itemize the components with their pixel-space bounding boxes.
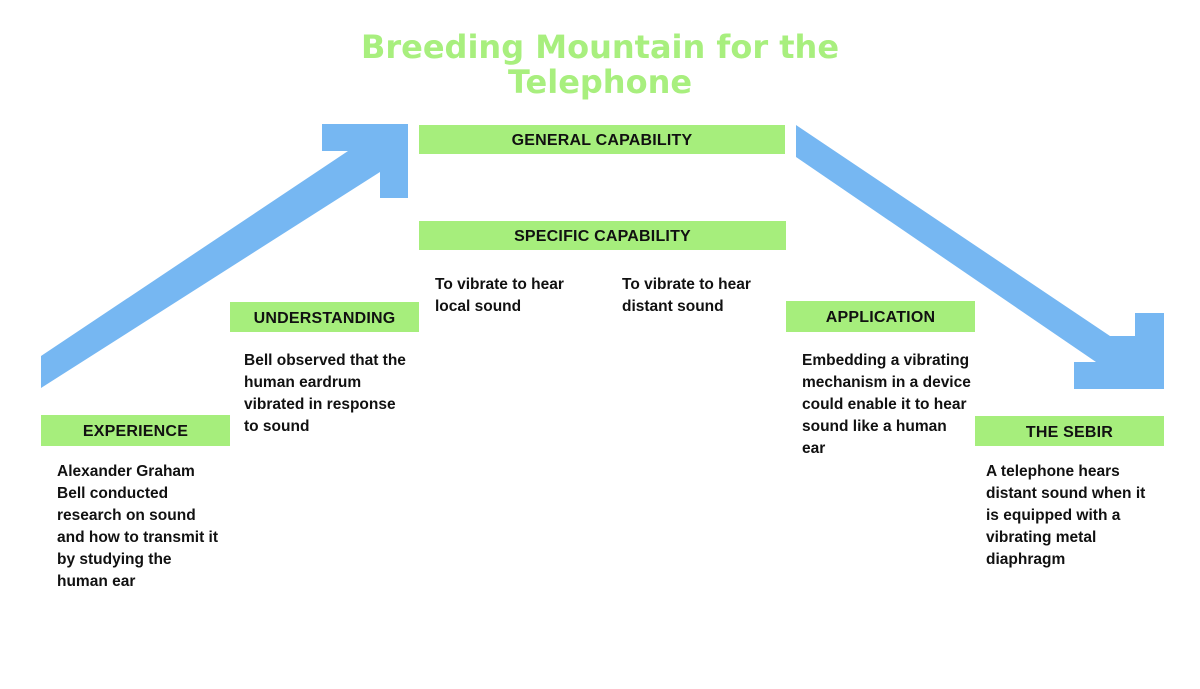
general-capability-label: GENERAL CAPABILITY (419, 125, 785, 154)
arrow-down-right-icon (796, 125, 1164, 389)
the-sebir-description: A telephone hears distant sound when it … (986, 463, 1146, 568)
specific-capability-item-local: To vibrate to hear local sound (435, 276, 564, 315)
experience-description: Alexander Graham Bell conducted research… (57, 463, 219, 590)
experience-label: EXPERIENCE (41, 415, 230, 446)
application-description: Embedding a vibrating mechanism in a dev… (802, 352, 971, 457)
application-label: APPLICATION (786, 301, 975, 332)
understanding-description: Bell observed that the human eardrum vib… (244, 352, 406, 435)
understanding-label: UNDERSTANDING (230, 302, 419, 332)
specific-capability-item-distant: To vibrate to hear distant sound (622, 276, 751, 315)
specific-capability-label: SPECIFIC CAPABILITY (419, 221, 786, 250)
diagram-title: Breeding Mountain for the Telephone (360, 28, 840, 101)
the-sebir-label: THE SEBIR (975, 416, 1164, 446)
arrow-up-right-icon (41, 124, 408, 388)
